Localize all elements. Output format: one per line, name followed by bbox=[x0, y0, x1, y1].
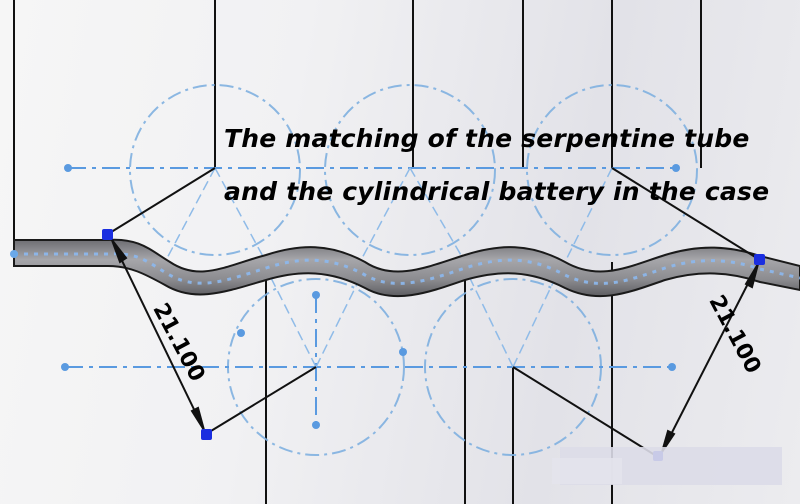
serpentine-tube bbox=[10, 238, 800, 298]
dimension-line-left bbox=[111, 239, 205, 431]
caption-line-1: The matching of the serpentine tube bbox=[224, 124, 750, 153]
radius-lines bbox=[107, 167, 761, 458]
construction-lines bbox=[164, 167, 613, 368]
caption-line-2: and the cylindrical battery in the case bbox=[224, 177, 770, 206]
centerlines bbox=[65, 167, 676, 425]
dimension-line-right bbox=[661, 263, 759, 453]
redaction-box-small bbox=[552, 458, 622, 484]
centerline-endpoints bbox=[61, 164, 680, 429]
